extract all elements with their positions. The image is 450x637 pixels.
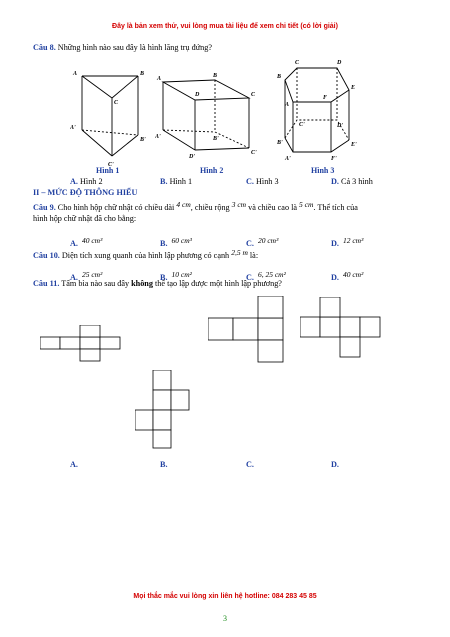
vertex-label: F': [331, 156, 337, 162]
vertex-label: E': [350, 142, 357, 148]
option-c[interactable]: C. 6, 25 cm²: [246, 270, 286, 282]
question-number: Câu 8.: [33, 43, 56, 52]
option-b[interactable]: B. 60 cm³: [160, 236, 192, 248]
option-c[interactable]: C. Hình 3: [246, 177, 279, 186]
vertex-label: B': [139, 137, 146, 143]
cube-net-d[interactable]: [135, 370, 193, 450]
option-a[interactable]: A. 25 cm²: [70, 270, 103, 282]
preview-banner: Đây là bản xem thử, vui lòng mua tài liệ…: [112, 23, 338, 30]
figure-3-caption: Hình 3: [311, 166, 335, 175]
figure-2-caption: Hình 2: [200, 166, 224, 175]
option-d[interactable]: D. 12 cm³: [331, 236, 364, 248]
hotline-footer: Mọi thắc mắc vui lòng xin liên hệ hotlin…: [133, 593, 317, 600]
option-b[interactable]: B.: [160, 460, 168, 469]
cube-net-c[interactable]: [300, 297, 382, 359]
vertex-label: B': [212, 136, 219, 142]
cube-net-b[interactable]: [208, 296, 284, 366]
option-a[interactable]: A. 40 cm³: [70, 236, 103, 248]
option-d[interactable]: D.: [331, 460, 339, 469]
option-c[interactable]: C.: [246, 460, 254, 469]
vertex-label: A: [156, 76, 161, 82]
figure-2-quadrilateral-prism: A B C D A' B' C' D': [155, 73, 257, 160]
vertex-label: A': [284, 156, 291, 162]
vertex-label: B': [276, 140, 283, 146]
option-a[interactable]: A. Hình 2: [70, 177, 103, 186]
question-11: Câu 11. Tấm bìa nào sau đây không thể tạ…: [33, 279, 282, 288]
vertex-label: A: [72, 71, 77, 77]
option-c[interactable]: C. 20 cm³: [246, 236, 279, 248]
option-b[interactable]: B. Hình 1: [160, 177, 193, 186]
vertex-label: F: [323, 95, 327, 101]
vertex-label: C: [251, 92, 256, 98]
option-d[interactable]: D. 40 cm²: [331, 270, 364, 282]
vertex-label: B: [212, 73, 217, 79]
vertex-label: C': [108, 162, 114, 168]
figure-1-caption: Hình 1: [96, 166, 120, 175]
vertex-label: C: [114, 100, 119, 106]
vertex-label: E: [350, 85, 355, 91]
vertex-label: C: [295, 60, 300, 66]
vertex-label: B: [139, 71, 144, 77]
page-number: 3: [223, 614, 227, 623]
question-9-line2: hình hộp chữ nhật đã cho bằng:: [33, 214, 137, 223]
question-9: Câu 9. Cho hình hộp chữ nhật có chiều dà…: [33, 200, 358, 212]
question-10: Câu 10. Diện tích xung quanh của hình lậ…: [33, 248, 259, 260]
option-d[interactable]: D. Cả 3 hình: [331, 177, 373, 186]
cube-net-a[interactable]: [40, 325, 122, 363]
option-a[interactable]: A.: [70, 460, 78, 469]
vertex-label: D: [194, 92, 200, 98]
vertex-label: A': [155, 134, 161, 140]
vertex-label: C': [251, 150, 257, 156]
vertex-label: D': [336, 123, 343, 129]
question-8: Câu 8. Những hình nào sau đây là hình lă…: [33, 43, 212, 52]
option-b[interactable]: B. 10 cm²: [160, 270, 192, 282]
figure-3-hexagonal-prism: C D E F A B C' D' E' B' A' F': [276, 60, 357, 162]
vertex-label: A': [70, 125, 76, 131]
vertex-label: A: [284, 102, 289, 108]
vertex-label: B: [276, 74, 281, 80]
vertex-label: C': [299, 122, 305, 128]
question-text: Những hình nào sau đây là hình lăng trụ …: [57, 43, 212, 52]
vertex-label: D: [336, 60, 342, 66]
vertex-label: D': [188, 154, 195, 160]
section-heading: II – MỨC ĐỘ THÔNG HIỂU: [33, 188, 138, 197]
figure-1-triangular-prism: A B C A' B' C': [70, 71, 146, 168]
